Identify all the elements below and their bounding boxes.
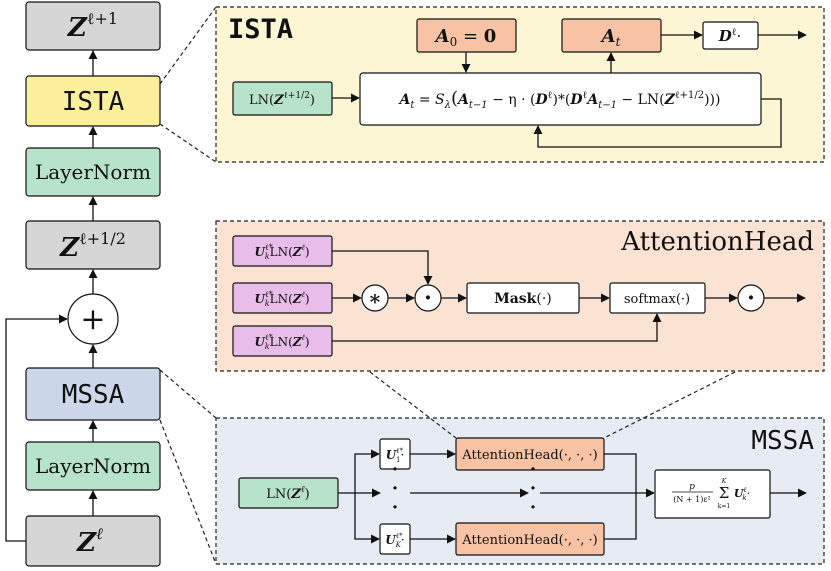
attention-input-2: Uℓ*kLN(Zℓ) [232, 282, 333, 314]
dl-out-label: Dℓ· [718, 27, 742, 45]
layernorm-bottom-label: LayerNorm [35, 454, 151, 478]
arrow-input1-to-dot [332, 250, 433, 285]
attention-input-3: Uℓ*kLN(Zℓ) [232, 325, 333, 357]
svg-text:(N + 1)ε²: (N + 1)ε² [673, 495, 710, 504]
ista-box-label: ISTA [62, 87, 125, 117]
arrow-ln-to-uk [354, 493, 380, 544]
mssa-vdot-1: · [392, 459, 398, 480]
mssa-sum-box [654, 469, 771, 519]
arrow-ln-to-u1 [354, 449, 380, 493]
attention-head-k-label: AttentionHead(·, ·, ·) [461, 533, 597, 548]
z-next-box [25, 1, 161, 51]
ista-update-equation: At = Sλ(At−1 − η · (Dℓ)*(DℓAt−1 − LN(Zℓ+… [398, 88, 721, 111]
attention-zoom-line-right [603, 371, 736, 439]
z-in-label: Zℓ [76, 524, 103, 558]
arrow-head1-to-sum [604, 453, 637, 493]
dot-op-symbol-1: · [424, 285, 432, 311]
attention-input-3-label: Uℓ*kLN(Zℓ) [254, 333, 309, 351]
mssa-vdot-3: · [392, 497, 398, 518]
residual-add-symbol: + [80, 302, 105, 337]
layernorm-top-label: LayerNorm [35, 160, 151, 184]
attention-input-1: Uℓ*kLN(Zℓ) [232, 235, 333, 267]
mask-label: Mask(·) [494, 291, 552, 307]
mssa-vdot-4: · [530, 459, 536, 480]
attention-head-1-label: AttentionHead(·, ·, ·) [461, 448, 597, 463]
arrow-input3-to-softmax [332, 313, 662, 342]
svg-text:Uℓk·: Uℓk· [734, 486, 750, 502]
residual-skip-connection [5, 314, 68, 542]
ista-panel-title: ISTA [228, 14, 293, 45]
svg-text:k=1: k=1 [718, 503, 730, 510]
ista-zoom-line-top [159, 6, 217, 85]
attention-input-2-label: Uℓ*kLN(Zℓ) [254, 290, 309, 308]
attention-panel-title: AttentionHead [620, 227, 814, 257]
ln-zhalf-label: LN(Zℓ+1/2) [249, 91, 315, 108]
mssa-vdot-6: · [530, 497, 536, 518]
z-half-label: Zℓ+1/2 [59, 229, 126, 263]
mssa-ln-label: LN(Zℓ) [266, 485, 309, 502]
svg-text:Σ: Σ [719, 484, 730, 502]
dot-op-symbol-2: · [747, 285, 755, 311]
uk-label: Uℓ*K· [385, 532, 404, 549]
mssa-zoom-line-bottom [159, 419, 217, 565]
star-op-symbol: ∗ [368, 286, 382, 310]
mssa-zoom-line-top [159, 369, 217, 419]
ista-feedback-loop [533, 98, 782, 148]
a0-label: A0 = 0 [434, 26, 497, 49]
softmax-label: softmax(·) [624, 292, 690, 307]
svg-text:p: p [689, 482, 695, 492]
mssa-panel-title: MSSA [751, 426, 814, 456]
u1-label: Uℓ*1· [386, 447, 405, 464]
svg-text:K: K [721, 478, 727, 485]
mssa-box-label: MSSA [62, 380, 125, 410]
ista-zoom-line-bottom [159, 123, 217, 163]
attention-input-1-label: Uℓ*kLN(Zℓ) [254, 243, 309, 261]
arrow-headk-to-sum [604, 493, 637, 540]
at-label: At [600, 26, 621, 49]
mssa-vdot-5: · [530, 478, 536, 499]
z-next-label: Zℓ+1 [67, 9, 118, 43]
mssa-vdot-2: · [392, 478, 398, 499]
